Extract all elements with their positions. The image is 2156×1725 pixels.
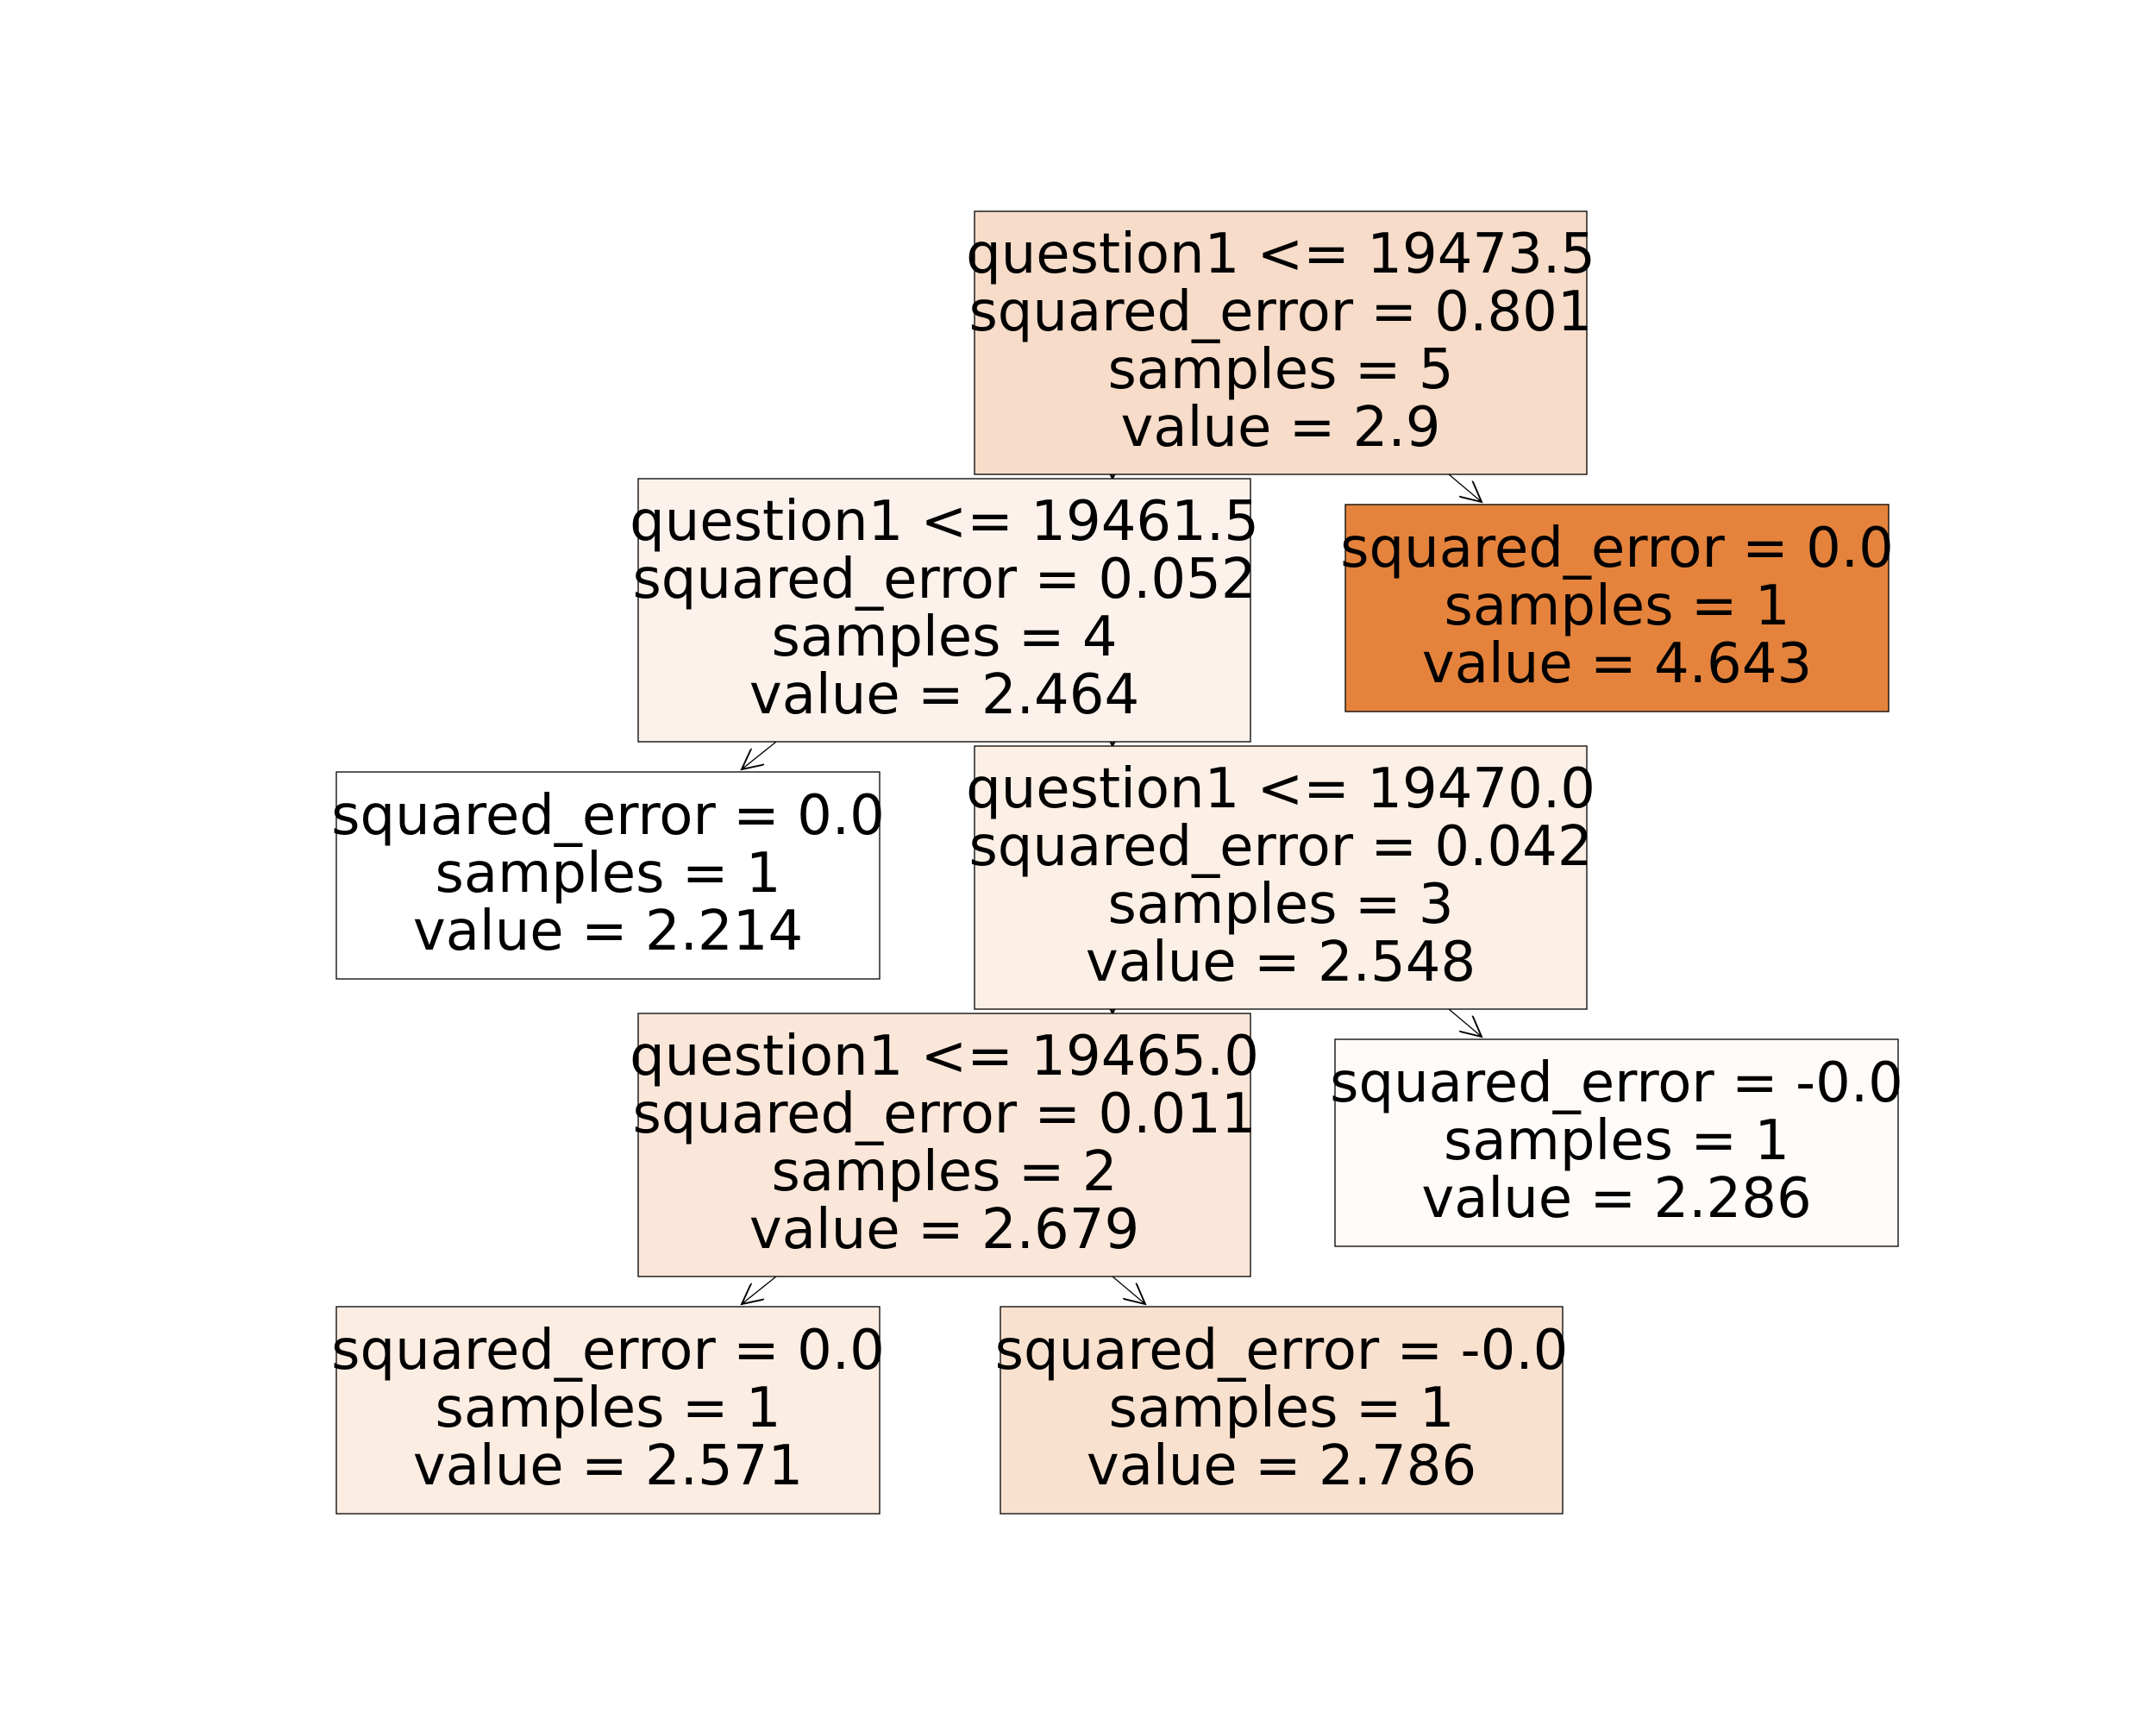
- node-text-line: squared_error = -0.0: [995, 1319, 1569, 1383]
- node-box: [637, 1013, 1251, 1277]
- node-text-line: samples = 2: [771, 1140, 1117, 1204]
- edges-layer: [742, 474, 1482, 1304]
- node-text-line: samples = 1: [1108, 1377, 1454, 1440]
- node-box: [335, 1306, 881, 1515]
- node-text-line: value = 2.464: [749, 663, 1139, 727]
- edge-n1-to-n3: [742, 741, 777, 769]
- node-text-line: question1 <= 19465.0: [630, 1025, 1259, 1088]
- node-box: [335, 771, 881, 980]
- node-text-line: samples = 4: [771, 605, 1117, 669]
- edge-n5-to-n7: [742, 1276, 777, 1304]
- node-box: [1000, 1306, 1564, 1515]
- edge-root-to-n2: [1448, 474, 1482, 502]
- node-box: [1344, 504, 1890, 712]
- node-text-line: value = 2.786: [1087, 1434, 1476, 1498]
- node-text-line: samples = 5: [1107, 338, 1453, 402]
- node-text-line: samples = 1: [1444, 574, 1789, 638]
- node-text-line: squared_error = 0.0: [331, 784, 885, 848]
- node-text-line: question1 <= 19470.0: [966, 757, 1595, 821]
- edge-n5-to-n8: [1112, 1276, 1145, 1304]
- node-box: [974, 745, 1588, 1010]
- node-text-line: samples = 3: [1107, 873, 1453, 937]
- node-text-line: squared_error = 0.801: [968, 280, 1592, 344]
- node-text-line: squared_error = 0.042: [968, 815, 1592, 879]
- node-text-line: value = 2.571: [413, 1434, 803, 1498]
- node-text-line: squared_error = 0.011: [632, 1082, 1256, 1146]
- node-text-line: samples = 1: [435, 1377, 780, 1440]
- node-text-line: question1 <= 19461.5: [630, 490, 1259, 554]
- node-text-line: squared_error = 0.052: [632, 548, 1256, 612]
- node-text-line: samples = 1: [435, 842, 780, 906]
- node-box: [1334, 1038, 1899, 1247]
- node-text-line: value = 2.214: [413, 900, 803, 963]
- node-text-line: squared_error = 0.0: [331, 1319, 885, 1383]
- node-box: [637, 478, 1251, 743]
- node-text-line: value = 2.679: [749, 1198, 1139, 1262]
- node-text-line: value = 2.286: [1421, 1167, 1811, 1231]
- node-text-line: value = 4.643: [1422, 632, 1812, 696]
- node-text-line: squared_error = 0.0: [1340, 517, 1894, 580]
- node-text-line: samples = 1: [1444, 1109, 1789, 1173]
- node-box: [974, 210, 1588, 475]
- node-text-line: squared_error = -0.0: [1330, 1051, 1903, 1115]
- node-text-line: value = 2.548: [1086, 931, 1476, 994]
- edge-n4-to-n6: [1448, 1008, 1482, 1037]
- node-text-line: value = 2.9: [1121, 396, 1441, 460]
- node-text-line: question1 <= 19473.5: [966, 223, 1595, 286]
